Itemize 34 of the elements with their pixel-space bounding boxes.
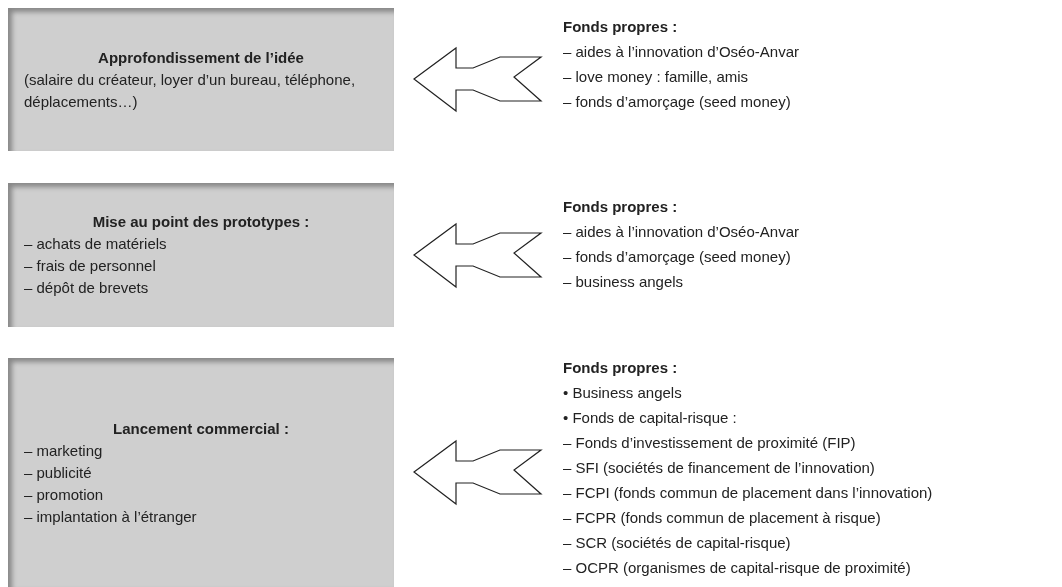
stage-box (8, 183, 394, 327)
list-item: – aides à l’innovation d’Oséo-Anvar (563, 42, 800, 62)
list-item: – OCPR (organismes de capital-risque de proximité) (563, 558, 912, 578)
heading: Fonds propres : (563, 17, 679, 37)
item-text: (salaire du créateur, loyer d’un bureau, téléphone, déplacements…) (24, 69, 357, 112)
block-arrow (413, 222, 543, 289)
list-item: – business angels (563, 272, 685, 292)
list-item: • Business angels (563, 383, 683, 403)
list-item: – FCPR (fonds commun de placement à risque) (563, 508, 882, 528)
heading: Fonds propres : (563, 197, 679, 217)
stage-box (8, 8, 394, 151)
item-text: – promotion (24, 484, 105, 505)
list-item: – fonds d’amorçage (seed money) (563, 92, 792, 112)
item-text: – publicité (24, 462, 93, 483)
list-item: – fonds d’amorçage (seed money) (563, 247, 792, 267)
item-text: – dépôt de brevets (24, 278, 150, 298)
heading: Approfondissement de l’idée (97, 47, 305, 68)
list-item: – SFI (sociétés de financement de l’innovation) (563, 458, 876, 478)
item-text: – implantation à l’étranger (24, 506, 198, 527)
item-text: – achats de matériels (24, 234, 168, 254)
heading: Fonds propres : (563, 358, 679, 378)
item-text: – marketing (24, 440, 104, 461)
list-item: – SCR (sociétés de capital-risque) (563, 533, 792, 553)
heading: Mise au point des prototypes : (91, 212, 311, 232)
block-arrow (413, 439, 543, 506)
item-text: – frais de personnel (24, 256, 157, 276)
list-item: – aides à l’innovation d’Oséo-Anvar (563, 222, 800, 242)
list-item: – love money : famille, amis (563, 67, 750, 87)
stage-box (8, 358, 394, 587)
block-arrow (413, 46, 543, 113)
list-item: – FCPI (fonds commun de placement dans l’innovation) (563, 483, 934, 503)
list-item: • Fonds de capital-risque : (563, 408, 738, 428)
list-item: – Fonds d’investissement de proximité (FIP) (563, 433, 857, 453)
heading: Lancement commercial : (112, 418, 290, 439)
